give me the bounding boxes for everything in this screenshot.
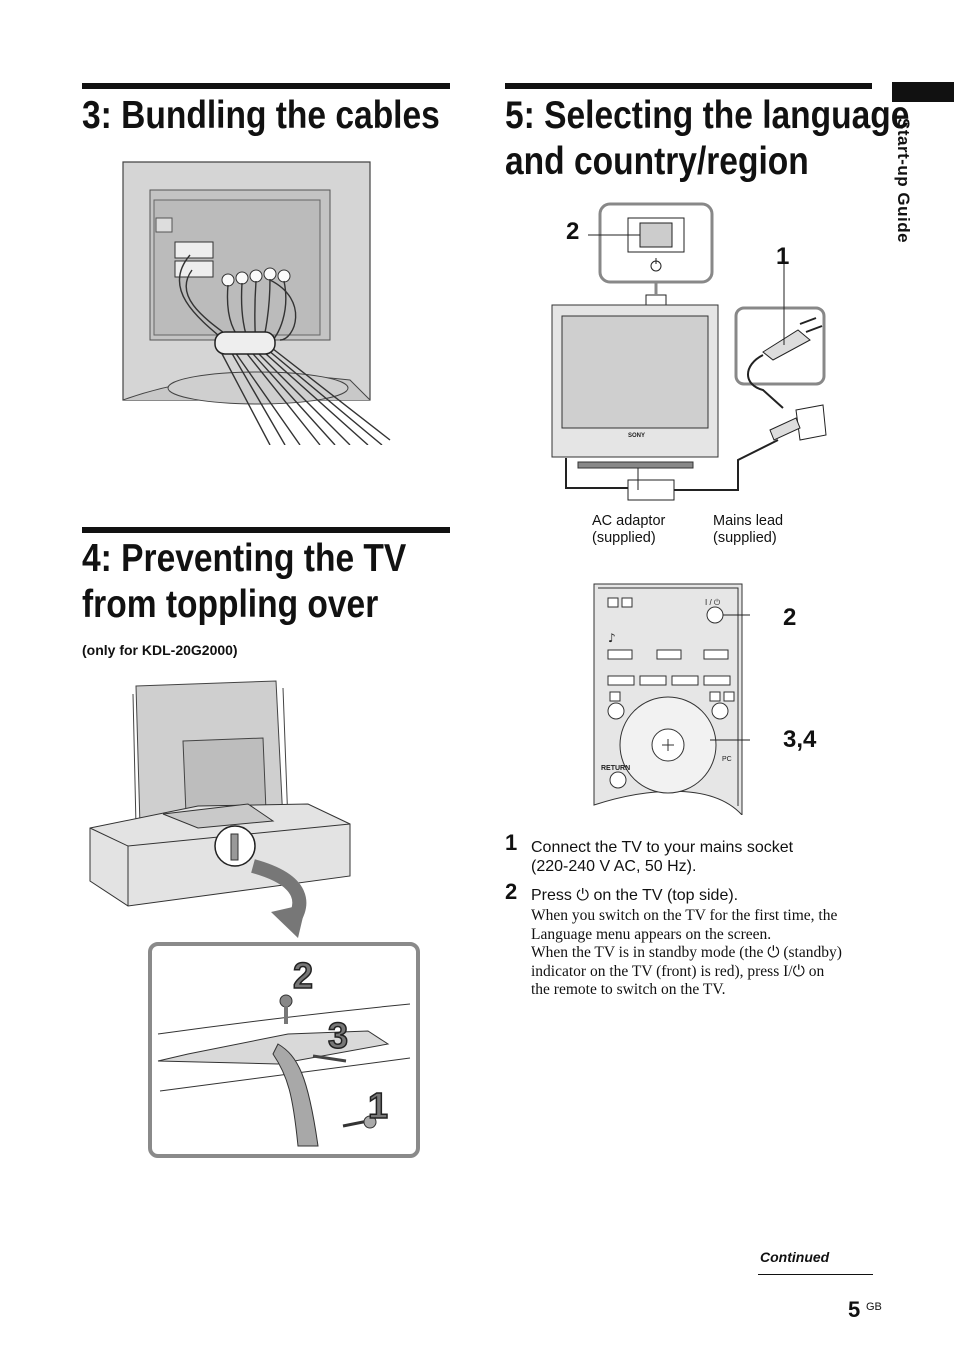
svg-text:♪: ♪: [608, 631, 616, 645]
tv-connection-illustration: SONY: [551, 202, 827, 501]
step-2-detail-line5: the remote to switch on the TV.: [531, 981, 726, 998]
tv-fixing-illustration: 2 3 1: [89, 680, 420, 1158]
model-note: (only for KDL-20G2000): [82, 642, 238, 658]
continued-label: Continued: [760, 1249, 830, 1265]
mains-lead-label-line2: (supplied): [713, 530, 777, 546]
section-4-title-line2: from toppling over: [82, 583, 379, 626]
step-2-text: Press ⏻ on the TV (top side).: [531, 887, 739, 904]
ac-adaptor-label-line2: (supplied): [592, 530, 656, 546]
ac-adaptor-label-line1: AC adaptor: [592, 513, 666, 529]
remote-power-label: I / ⏻: [705, 598, 721, 607]
step-2-detail-line3: When the TV is in standby mode (the ⏻ (s…: [531, 944, 842, 961]
section-rule: [82, 527, 450, 533]
section-4-title-line1: 4: Preventing the TV: [82, 537, 407, 580]
remote-pc-label: PC: [722, 756, 732, 763]
sony-logo: SONY: [628, 433, 645, 439]
page-suffix: GB: [866, 1301, 882, 1313]
step-2-detail-line4: indicator on the TV (front) is red), pre…: [531, 962, 825, 980]
step-2-detail-line2: Language menu appears on the screen.: [531, 925, 772, 943]
step-1-text-line2: (220-240 V AC, 50 Hz).: [531, 858, 697, 875]
remote-control-illustration: I / ⏻ ♪ RETURN PC: [593, 583, 750, 815]
section-rule: [82, 83, 450, 89]
remote-callout-2: 2: [783, 604, 797, 631]
section-tab-marker: [892, 82, 954, 102]
page-number: 5: [848, 1297, 861, 1322]
fixing-callout-3: 3: [328, 1015, 348, 1056]
tv-callout-2: 2: [566, 218, 580, 245]
section-5-title-line2: and country/region: [505, 140, 809, 183]
remote-callout-3-4: 3,4: [783, 726, 817, 753]
cable-bundling-illustration: [122, 161, 391, 445]
step-1-number: 1: [505, 830, 518, 855]
step-2-number: 2: [505, 879, 518, 904]
step-1-text-line1: Connect the TV to your mains socket: [531, 839, 794, 856]
fixing-callout-1: 1: [368, 1085, 388, 1126]
mains-lead-label-line1: Mains lead: [713, 513, 784, 529]
section-3-title: 3: Bundling the cables: [82, 94, 440, 137]
tv-callout-1: 1: [776, 243, 790, 270]
continued-rule: [758, 1274, 873, 1275]
fixing-callout-2: 2: [293, 955, 313, 996]
section-rule: [505, 83, 872, 89]
remote-return-label: RETURN: [601, 765, 630, 772]
step-2-detail-line1: When you switch on the TV for the first …: [531, 907, 838, 924]
side-tab-label: Start-up Guide: [894, 118, 913, 244]
section-5-title-line1: 5: Selecting the language: [505, 94, 910, 137]
